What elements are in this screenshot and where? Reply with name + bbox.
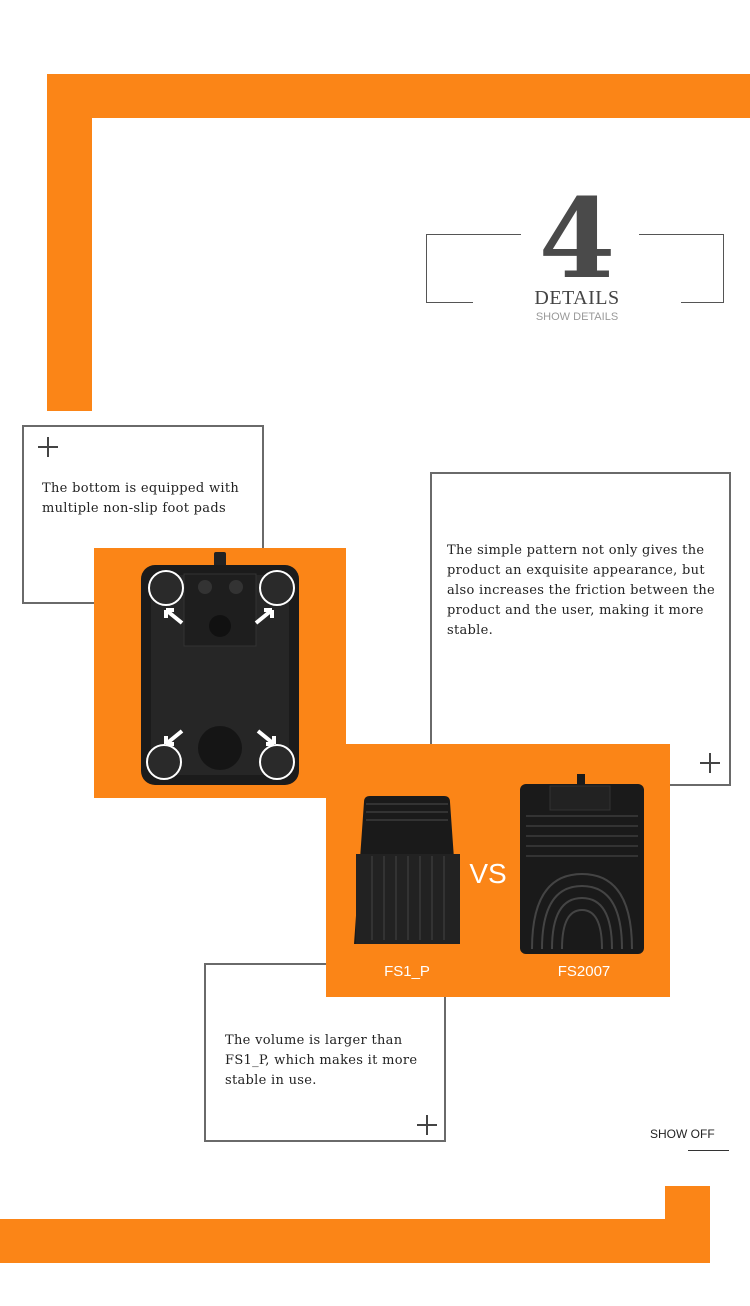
title-bracket-right <box>639 234 724 303</box>
show-off-underline <box>688 1150 729 1151</box>
fs1p-label: FS1_P <box>384 963 430 980</box>
card-pattern-text: The simple pattern not only gives the pr… <box>447 543 716 638</box>
left-orange-bar <box>47 74 92 411</box>
plus-icon <box>38 437 58 457</box>
bottom-orange-bar <box>0 1219 710 1263</box>
show-off-label: SHOW OFF <box>650 1127 715 1141</box>
comparison-photo: VS FS1_P FS2007 <box>326 744 670 997</box>
title-bracket-right-bottom <box>681 302 724 303</box>
card-volume-text: The volume is larger than FS1_P, which m… <box>225 1033 418 1088</box>
title-bracket-left-bottom <box>426 302 473 303</box>
section-number: 4 <box>538 174 616 303</box>
plus-icon <box>417 1115 437 1135</box>
bottom-orange-tab <box>665 1186 710 1263</box>
pedal-comparison-image <box>354 774 644 954</box>
top-orange-bar <box>47 74 750 118</box>
title-bracket-left <box>426 234 521 303</box>
section-subtitle: SHOW DETAILS <box>535 311 619 323</box>
pedal-bottom-image <box>141 552 299 785</box>
card-foot-pads-text: The bottom is equipped with multiple non… <box>42 481 240 516</box>
section-title: DETAILS <box>534 287 620 309</box>
fs2007-label: FS2007 <box>557 963 611 980</box>
vs-label: VS <box>469 858 507 889</box>
card-pattern: The simple pattern not only gives the pr… <box>430 472 731 786</box>
plus-icon <box>700 753 720 773</box>
bottom-view-photo <box>94 548 346 798</box>
